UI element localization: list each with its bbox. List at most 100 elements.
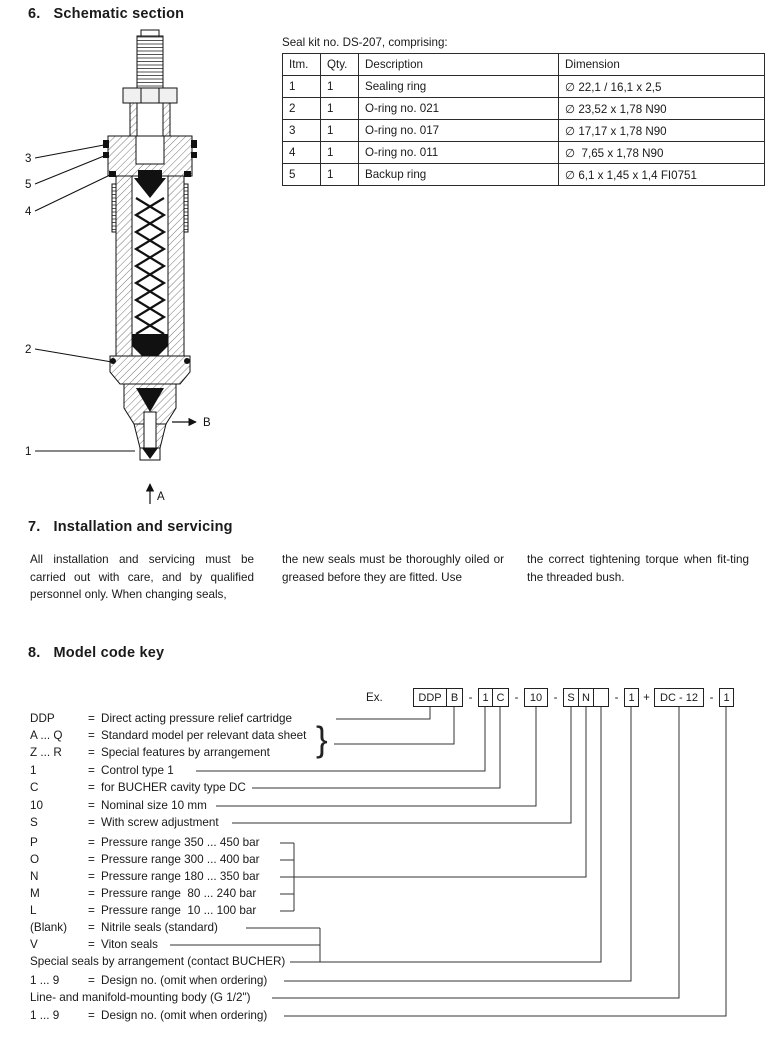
section-title: Schematic section xyxy=(53,6,185,22)
code-separator-plus: + xyxy=(643,691,650,704)
key-code: C xyxy=(30,781,39,794)
key-equals: = xyxy=(88,799,95,812)
key-text: Pressure range 350 ... 450 bar xyxy=(101,836,260,849)
callout-4: 4 xyxy=(25,206,32,218)
port-b-label: B xyxy=(203,417,211,429)
example-label: Ex. xyxy=(366,691,383,704)
cell-itm: 4 xyxy=(282,141,321,164)
valve-cross-section-diagram: 3 5 4 2 1 B A xyxy=(25,29,211,504)
col-description: Description xyxy=(358,53,559,76)
key-text: Nitrile seals (standard) xyxy=(101,921,218,934)
code-separator: - xyxy=(614,691,619,704)
key-code: O xyxy=(30,853,40,866)
sleeve-wall-left xyxy=(115,175,133,357)
key-equals: = xyxy=(88,921,95,934)
key-row-a-q: A ... Q = Standard model per relevant da… xyxy=(30,729,306,743)
cell-itm: 1 xyxy=(282,75,321,98)
key-code: (Blank) xyxy=(30,921,68,934)
key-text: Line- and manifold-mounting body (G 1/2"… xyxy=(30,991,251,1004)
code-box-cavity: C xyxy=(492,688,509,707)
code-separator: - xyxy=(709,691,714,704)
code-box-adjustment: S xyxy=(563,688,579,707)
callout-5: 5 xyxy=(25,179,31,191)
cell-description: O-ring no. 021 xyxy=(358,97,559,120)
cell-dimension: ∅ 6,1 x 1,45 x 1,4 FI0751 xyxy=(558,163,765,186)
key-row-special-seals: Special seals by arrangement (contact BU… xyxy=(30,955,285,969)
col-qty: Qty. xyxy=(320,53,359,76)
cell-qty: 1 xyxy=(320,97,359,120)
code-box-size: 10 xyxy=(524,688,548,707)
key-row-pressure-l: L = Pressure range 10 ... 100 bar xyxy=(30,904,256,918)
key-row-viton: V = Viton seals xyxy=(30,938,158,952)
key-equals: = xyxy=(88,764,95,777)
key-code: P xyxy=(30,836,38,849)
table-row: 5 1 Backup ring ∅ 6,1 x 1,45 x 1,4 FI075… xyxy=(282,163,765,186)
key-equals: = xyxy=(88,746,95,759)
key-code: 1 xyxy=(30,764,37,777)
callout-3: 3 xyxy=(25,153,31,165)
key-code: DDP xyxy=(30,712,55,725)
col-itm: Itm. xyxy=(282,53,321,76)
code-box-design-no: 1 xyxy=(624,688,639,707)
key-text: for BUCHER cavity type DC xyxy=(101,781,246,794)
adjusting-screw xyxy=(136,35,164,89)
table-row: 3 1 O-ring no. 017 ∅ 17,17 x 1,78 N90 xyxy=(282,119,765,142)
key-text: Pressure range 180 ... 350 bar xyxy=(101,870,260,883)
cell-itm: 2 xyxy=(282,97,321,120)
key-row-design-no-1: 1 ... 9 = Design no. (omit when ordering… xyxy=(30,974,267,988)
cell-dimension: ∅ 7,65 x 1,78 N90 xyxy=(558,141,765,164)
code-box-control-type: 1 xyxy=(478,688,493,707)
code-box-body-design-no: 1 xyxy=(719,688,734,707)
code-box-body: DC - 12 xyxy=(654,688,704,707)
key-code: A ... Q xyxy=(30,729,63,742)
key-row-pressure-p: P = Pressure range 350 ... 450 bar xyxy=(30,836,260,850)
key-text: Special seals by arrangement (contact BU… xyxy=(30,955,286,968)
section-title: Installation and servicing xyxy=(53,519,233,535)
section-number: 6. xyxy=(28,6,41,22)
key-text: Design no. (omit when ordering) xyxy=(101,974,268,987)
flange xyxy=(109,355,191,385)
seal-kit-table: Itm. Qty. Description Dimension 1 1 Seal… xyxy=(282,53,765,186)
table-row: 2 1 O-ring no. 021 ∅ 23,52 x 1,78 N90 xyxy=(282,97,765,120)
key-row-cavity: C = for BUCHER cavity type DC xyxy=(30,781,246,795)
key-code: Z ... R xyxy=(30,746,62,759)
code-box-model: B xyxy=(446,688,463,707)
cell-qty: 1 xyxy=(320,119,359,142)
poppet xyxy=(132,334,168,358)
cell-description: Backup ring xyxy=(358,163,559,186)
key-row-ddp: DDP = Direct acting pressure relief cart… xyxy=(30,712,292,726)
cell-dimension: ∅ 17,17 x 1,78 N90 xyxy=(558,119,765,142)
port-a-label: A xyxy=(157,491,165,503)
key-code: V xyxy=(30,938,38,951)
code-separator: - xyxy=(514,691,519,704)
key-code: N xyxy=(30,870,39,883)
installation-col-2: the new seals must be thoroughly oiled o… xyxy=(282,553,504,584)
key-text: Standard model per relevant data sheet xyxy=(101,729,307,742)
code-box-seals xyxy=(593,688,609,707)
key-equals: = xyxy=(88,974,95,987)
key-equals: = xyxy=(88,712,95,725)
key-text: With screw adjustment xyxy=(101,816,219,829)
key-text: Nominal size 10 mm xyxy=(101,799,207,812)
key-row-design-no-2: 1 ... 9 = Design no. (omit when ordering… xyxy=(30,1009,267,1023)
key-text: Pressure range 80 ... 240 bar xyxy=(101,887,257,900)
callout-2: 2 xyxy=(25,344,31,356)
code-separator: - xyxy=(468,691,473,704)
spring xyxy=(133,197,167,335)
table-header-row: Itm. Qty. Description Dimension xyxy=(282,53,765,76)
key-text: Pressure range 10 ... 100 bar xyxy=(101,904,257,917)
cell-itm: 3 xyxy=(282,119,321,142)
cell-dimension: ∅ 22,1 / 16,1 x 2,5 xyxy=(558,75,765,98)
key-code: 1 ... 9 xyxy=(30,1009,60,1022)
key-equals: = xyxy=(88,938,95,951)
callout-1: 1 xyxy=(25,446,31,458)
code-separator: - xyxy=(553,691,558,704)
valve-body xyxy=(103,29,197,461)
key-equals: = xyxy=(88,870,95,883)
cell-qty: 1 xyxy=(320,75,359,98)
table-row: 1 1 Sealing ring ∅ 22,1 / 16,1 x 2,5 xyxy=(282,75,765,98)
key-row-adjustment: S = With screw adjustment xyxy=(30,816,219,830)
key-equals: = xyxy=(88,816,95,829)
key-code: 1 ... 9 xyxy=(30,974,60,987)
